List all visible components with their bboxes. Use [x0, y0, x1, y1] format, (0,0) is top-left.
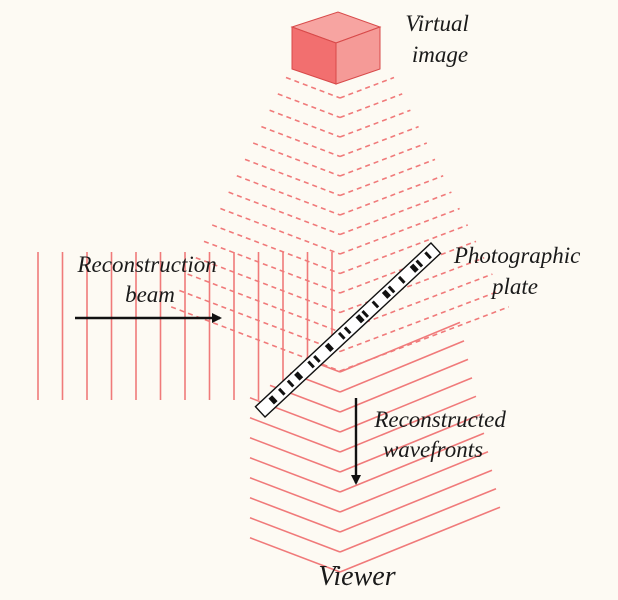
virtual-wavefront-left: [261, 125, 341, 158]
plate-fringe-mark: [277, 387, 286, 396]
plate-fringe-mark: [371, 300, 380, 309]
virtual-wavefront-right: [339, 289, 501, 353]
virtual-image-cube: [290, 11, 382, 85]
virtual-wavefront-left: [252, 142, 341, 177]
virtual-wavefront-left: [277, 93, 341, 119]
virtual-wavefront-left: [244, 158, 341, 197]
virtual-wavefront-right: [339, 93, 403, 119]
reconstructed-wavefront-right: [339, 377, 473, 433]
virtual-wavefront-left: [187, 273, 341, 333]
reconstructed-wavefront-left: [249, 457, 341, 493]
reconstructed-wavefront-right: [339, 469, 493, 533]
viewer-label: Viewer: [318, 561, 395, 592]
virtual-wavefront-left: [236, 175, 341, 216]
reconstructed-wavefront-right: [339, 395, 477, 453]
reconstructed-wavefront-right: [339, 340, 465, 393]
plate-fringe-mark: [361, 310, 370, 318]
virtual-wavefront-right: [339, 207, 460, 255]
virtual-wavefront-left: [228, 191, 341, 236]
plate-fringe-mark: [307, 360, 315, 369]
virtual-wavefront-right: [339, 175, 444, 216]
reconstruction-beam-label: Reconstruction beam: [77, 252, 223, 307]
virtual-wavefront-right: [339, 256, 485, 314]
plate-fringe-mark: [424, 251, 432, 260]
reconstructed-wavefront-right: [339, 506, 501, 573]
reconstructed-wavefront-left: [249, 497, 341, 533]
plate-fringe-mark: [343, 326, 352, 335]
reconstructed-wavefront-left: [249, 477, 341, 513]
reconstructed-wavefront-left: [249, 417, 341, 453]
reconstructed-wavefronts: [249, 321, 501, 573]
reconstructed-wavefront-right: [339, 414, 481, 473]
reconstructed-wavefront-left: [249, 537, 341, 573]
virtual-image-label: Virtual image: [405, 11, 474, 67]
virtual-wavefront-left: [195, 256, 341, 314]
virtual-wavefront-right: [339, 109, 411, 138]
plate-fringe-mark: [387, 285, 396, 294]
plate-fringe-mark: [324, 342, 334, 353]
virtual-wavefront-right: [339, 125, 419, 158]
reconstructed-wavefront-left: [249, 517, 341, 553]
plate-fringe-mark: [313, 355, 321, 363]
photographic-plate-label: Photographic plate: [453, 243, 586, 299]
virtual-wavefront-left: [203, 240, 341, 294]
plate-fringe-mark: [268, 395, 278, 405]
plate-interference-pattern: [268, 251, 432, 405]
virtual-wavefront-left: [220, 207, 341, 255]
reconstructed-wavefront-left: [249, 437, 341, 473]
plate-fringe-mark: [294, 371, 304, 381]
virtual-wavefront-right: [339, 224, 469, 275]
virtual-wavefront-left: [269, 109, 341, 138]
plate-fringe-mark: [409, 263, 419, 273]
plate-fringe-mark: [415, 259, 424, 268]
virtual-wavefront-right: [339, 158, 436, 197]
virtual-wavefront-right: [339, 191, 452, 236]
plate-fringe-mark: [381, 289, 391, 299]
virtual-wavefront-right: [339, 142, 428, 177]
photographic-plate: [254, 242, 442, 418]
plate-fringe-mark: [286, 379, 295, 388]
reconstructed-wavefront-right: [339, 432, 485, 493]
virtual-wavefront-left: [285, 76, 341, 99]
reconstructed-wavefront-right: [339, 487, 497, 553]
plate-fringe-mark: [355, 314, 365, 324]
virtual-wavefront-right: [339, 76, 395, 99]
reconstructed-wavefront-right: [339, 321, 461, 373]
reconstructed-wavefront-right: [339, 358, 469, 413]
reconstructed-wavefronts-label: Reconstructed wavefronts: [373, 407, 511, 462]
virtual-wavefront-left: [179, 289, 341, 353]
plate-fringe-mark: [397, 275, 406, 284]
reconstructed-wavefront-right: [339, 451, 489, 513]
plate-fringe-mark: [337, 331, 346, 340]
virtual-wavefront-left: [211, 224, 341, 275]
cube-side-face: [335, 26, 381, 85]
